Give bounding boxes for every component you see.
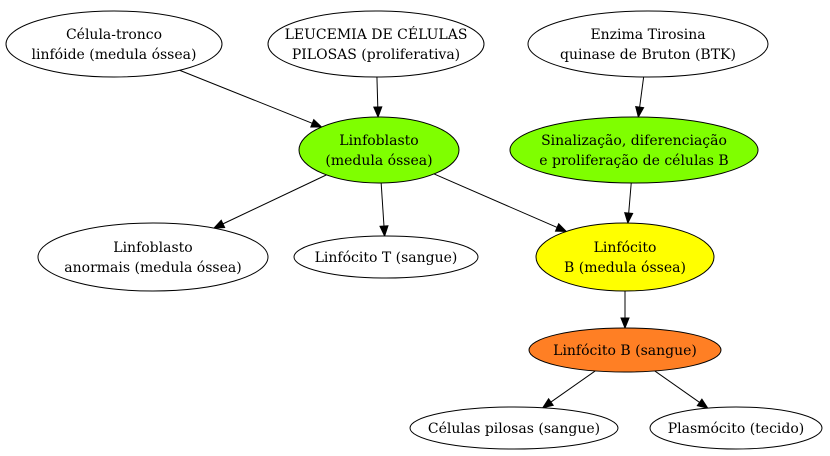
node-sinalizacao: Sinalização, diferenciação e proliferação… <box>509 116 759 184</box>
edge-line <box>380 182 385 227</box>
node-plasmocito: Plasmócito (tecido) <box>649 406 823 450</box>
edge-line <box>550 370 596 403</box>
node-btk: Enzima Tirosina quinase de Bruton (BTK) <box>527 10 769 78</box>
node-label: linfóide (medula óssea) <box>32 47 197 63</box>
node-label: Plasmócito (tecido) <box>668 421 805 437</box>
edge-linfoblasto-to-linfocito-t <box>379 182 389 238</box>
arrowhead-icon <box>696 398 709 409</box>
node-ellipse <box>649 406 823 450</box>
edge-line <box>639 76 645 108</box>
node-label: e proliferação de células B <box>539 153 728 169</box>
arrowhead-icon <box>554 222 568 232</box>
node-linfocito-t: Linfócito T (sangue) <box>293 235 479 279</box>
edge-linfocito-b-sangue-to-plasmocito <box>654 370 709 409</box>
edge-line <box>628 182 632 214</box>
edge-linfoblasto-to-linfoblasto-anormais <box>212 174 327 229</box>
node-label: Linfócito <box>594 240 657 256</box>
node-label: Linfócito T (sangue) <box>315 250 458 266</box>
edge-btk-to-sinalizacao <box>635 76 645 119</box>
node-label: quinase de Bruton (BTK) <box>560 47 736 63</box>
node-label: (medula óssea) <box>325 153 432 169</box>
edge-linfoblasto-to-linfocito-b-medula <box>433 173 568 232</box>
edge-celula-tronco-to-linfoblasto <box>179 69 323 128</box>
node-label: LEUCEMIA DE CÉLULAS <box>285 25 468 43</box>
node-label: Linfoblasto <box>339 133 418 149</box>
edge-leucemia-to-linfoblasto <box>373 76 383 119</box>
arrowhead-icon <box>635 105 645 119</box>
arrowhead-icon <box>310 118 323 128</box>
node-label: Célula-tronco <box>66 27 162 43</box>
edge-line <box>654 370 700 403</box>
node-linfoblasto: Linfoblasto (medula óssea) <box>298 116 460 184</box>
node-ellipse <box>293 235 479 279</box>
node-ellipse <box>535 222 715 292</box>
node-label: Enzima Tirosina <box>590 27 705 43</box>
arrowhead-icon <box>624 212 634 225</box>
node-ellipse <box>509 116 759 184</box>
node-label: Células pilosas (sangue) <box>428 421 600 437</box>
node-celulas-pilosas: Células pilosas (sangue) <box>409 406 619 450</box>
node-linfocito-b-sangue: Linfócito B (sangue) <box>528 327 722 373</box>
arrowhead-icon <box>620 317 630 330</box>
edge-line <box>179 69 313 124</box>
node-ellipse <box>527 10 769 78</box>
edges-layer <box>179 69 709 409</box>
arrowhead-icon <box>379 225 389 238</box>
node-ellipse <box>298 116 460 184</box>
node-label: Linfócito B (sangue) <box>553 343 697 359</box>
edge-linfocito-b-sangue-to-celulas-pilosas <box>541 370 596 409</box>
node-ellipse <box>5 10 223 78</box>
node-linfocito-b-medula: Linfócito B (medula óssea) <box>535 222 715 292</box>
edge-line <box>433 173 558 228</box>
node-ellipse <box>528 327 722 373</box>
arrowhead-icon <box>373 106 383 119</box>
node-ellipse <box>267 10 485 78</box>
node-celula-tronco: Célula-tronco linfóide (medula óssea) <box>5 10 223 78</box>
node-label: anormais (medula óssea) <box>64 260 241 276</box>
arrowhead-icon <box>212 219 226 229</box>
node-label: Linfoblasto <box>113 240 192 256</box>
node-ellipse <box>409 406 619 450</box>
node-label: Sinalização, diferenciação <box>541 133 727 149</box>
edge-line <box>376 76 379 108</box>
edge-line <box>222 174 327 225</box>
nodes-layer: Célula-tronco linfóide (medula óssea) LEUC… <box>5 10 823 450</box>
node-leucemia: LEUCEMIA DE CÉLULAS PILOSAS (proliferativ… <box>267 10 485 78</box>
node-linfoblasto-anormais: Linfoblasto anormais (medula óssea) <box>37 222 269 292</box>
node-ellipse <box>37 222 269 292</box>
node-label: B (medula óssea) <box>564 260 686 276</box>
arrowhead-icon <box>541 397 555 409</box>
node-label: PILOSAS (proliferativa) <box>292 47 460 63</box>
edge-linfocito-b-medula-to-linfocito-b-sangue <box>620 291 630 330</box>
edge-sinalizacao-to-linfocito-b-medula <box>624 182 634 225</box>
